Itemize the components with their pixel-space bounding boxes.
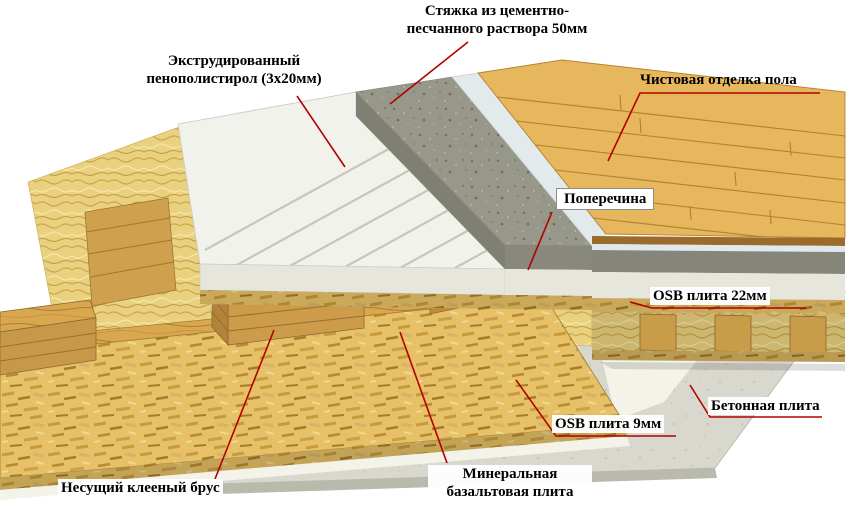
label-mineral-wool: Минеральная базальтовая плита xyxy=(428,465,592,501)
xps-groove-line xyxy=(399,135,505,269)
left-beam-front xyxy=(0,317,97,376)
leader-line-concrete xyxy=(689,384,822,418)
leader-line-beam xyxy=(214,329,275,480)
osb9-front-face xyxy=(592,350,845,362)
screed-front-face xyxy=(505,245,592,270)
label-osb9-text: OSB плита 9мм xyxy=(555,416,662,432)
platform-group xyxy=(177,59,846,310)
plank-cross-joint xyxy=(689,205,692,221)
leader-line-xps xyxy=(296,95,346,168)
label-floor-finish: Чистовая отделка пола xyxy=(640,71,797,89)
plank-cross-joint xyxy=(639,117,642,134)
lamination-line xyxy=(0,332,97,348)
xps-front-face xyxy=(505,269,592,296)
leader-line-mineral xyxy=(399,331,448,464)
screed-front-face xyxy=(592,250,845,274)
leader-lines-group xyxy=(214,41,822,480)
plank-cross-joint xyxy=(734,171,737,187)
osb9-front-face-shade xyxy=(592,350,845,362)
label-osb9: OSB плита 9мм xyxy=(552,415,665,433)
lamination-line xyxy=(211,311,229,332)
screed-side-face xyxy=(356,92,505,269)
lamination-line xyxy=(89,261,175,278)
vapor-film-sheet xyxy=(600,350,702,420)
xps-front-face xyxy=(199,263,506,296)
plank-joint-line xyxy=(592,217,845,238)
label-floor-finish-text: Чистовая отделка пола xyxy=(640,72,797,88)
label-glued-beam: Несущий клееный брус xyxy=(58,479,223,497)
plank-cross-joint xyxy=(789,141,792,157)
plank-joint-line xyxy=(554,169,845,204)
label-xps-line1: Экструдированный xyxy=(167,53,301,69)
crossbar-block xyxy=(789,315,827,354)
label-osb22: OSB плита 22мм xyxy=(650,287,770,305)
lamination-line xyxy=(85,217,171,233)
osb22-front-face-shade xyxy=(505,295,592,310)
label-osb22-text: OSB плита 22мм xyxy=(653,288,767,304)
crossbar-block xyxy=(714,314,752,353)
floor-front-face xyxy=(592,236,845,246)
label-concrete-text: Бетонная плита xyxy=(711,398,820,414)
plank-cross-joint xyxy=(619,94,622,111)
label-concrete-slab: Бетонная плита xyxy=(708,397,823,415)
label-crossbar: Поперечина xyxy=(556,188,655,210)
plank-joint-line xyxy=(535,144,845,181)
label-crossbar-text: Поперечина xyxy=(564,191,647,207)
leader-line-osb22 xyxy=(629,301,806,309)
leader-line-screed xyxy=(389,41,469,105)
leader-line-osb9 xyxy=(515,379,676,437)
leader-line-floor-finish xyxy=(607,92,820,162)
label-screed-layer: Стяжка из цементно- песчанного раствора … xyxy=(378,2,616,38)
osb22-front-face xyxy=(200,290,505,309)
lamination-line xyxy=(227,315,365,332)
underlay-front-face xyxy=(592,244,845,252)
osb9-front-face-shade xyxy=(0,424,627,490)
glued-beam-cut-end xyxy=(84,197,177,307)
label-beam-text: Несущий клееный брус xyxy=(61,480,220,496)
label-screed-line1: Стяжка из цементно- xyxy=(424,3,570,19)
crossbar-block xyxy=(639,313,677,352)
osb22-front-face xyxy=(505,295,592,310)
lamination-line xyxy=(0,346,97,362)
osb22-front-face-shade xyxy=(200,290,505,309)
bench-shadow xyxy=(600,362,845,371)
osb9-front-face xyxy=(0,424,627,490)
plank-cross-joint xyxy=(769,209,772,225)
label-mineral-line2: базальтовая плита xyxy=(446,484,574,500)
plank-joint-line xyxy=(496,96,845,137)
label-xps-line2: пенополистирол (3х20мм) xyxy=(146,71,322,87)
leader-line-crossbar xyxy=(527,211,553,271)
label-mineral-line1: Минеральная xyxy=(462,466,558,482)
label-xps-layer: Экструдированный пенополистирол (3х20мм) xyxy=(128,52,340,88)
osb9-deck-group xyxy=(0,296,630,500)
label-screed-line2: песчанного раствора 50мм xyxy=(406,21,588,37)
lamination-line xyxy=(87,239,173,255)
